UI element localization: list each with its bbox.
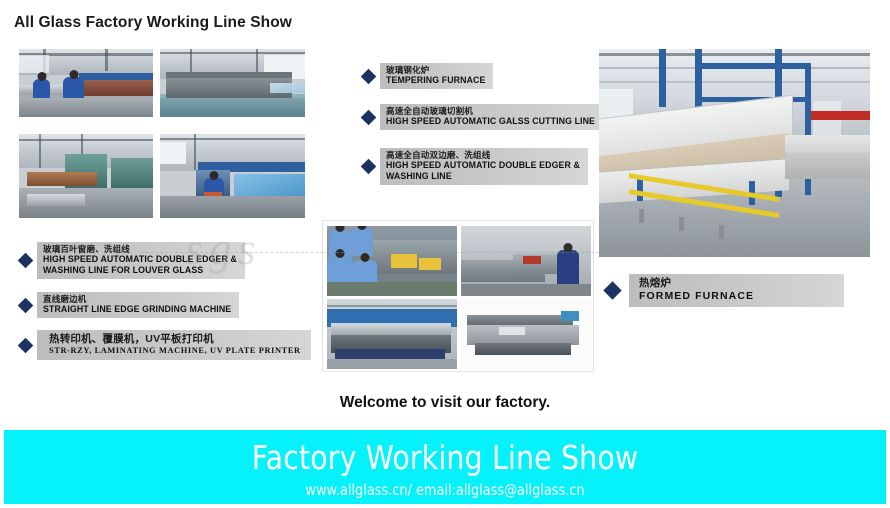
label-cn-text: 高速全自动玻璃切割机 [386, 106, 474, 116]
label-en-text: FORMED FURNACE [639, 289, 755, 302]
welcome-text: Welcome to visit our factory. [339, 394, 551, 411]
label-box: 直线磨边机 STRAIGHT LINE EDGE GRINDING MACHIN… [37, 292, 240, 319]
photo-edge-grinding-workstation [461, 226, 591, 296]
page-title: All Glass Factory Working Line Show [14, 14, 292, 31]
label-en-text: STRAIGHT LINE EDGE GRINDING MACHINE [43, 304, 232, 315]
label-box: 玻璃钢化炉 TEMPERING FURNACE [380, 63, 494, 90]
diamond-bullet-icon [603, 281, 622, 300]
label-row-louver-glass-line: 玻璃百叶窗磨、洗组线 HIGH SPEED AUTOMATIC DOUBLE E… [17, 242, 245, 279]
photo-uv-flatbed-printer [461, 299, 591, 369]
diamond-bullet-icon [17, 337, 34, 353]
label-row-double-edger-washing: 高速全自动双边磨、洗组线 HIGH SPEED AUTOMATIC DOUBLE… [360, 148, 588, 185]
label-box: 玻璃百叶窗磨、洗组线 HIGH SPEED AUTOMATIC DOUBLE E… [37, 242, 245, 279]
label-row-printers: 热转印机、覆膜机，UV平板打印机 STR-RZY, LAMINATING MAC… [17, 330, 311, 361]
label-cn-text: 热熔炉 [639, 277, 672, 289]
banner-title: Factory Working Line Show [251, 438, 639, 477]
diamond-bullet-icon [360, 109, 377, 125]
photo-washing-grinding-line [19, 134, 153, 218]
label-en-text: HIGH SPEED AUTOMATIC DOUBLE EDGER & WASH… [43, 254, 237, 276]
label-en-text: HIGH SPEED AUTOMATIC GALSS CUTTING LINE [386, 116, 596, 127]
label-row-glass-cutting-line: 高速全自动玻璃切割机 HIGH SPEED AUTOMATIC GALSS CU… [360, 104, 604, 131]
watermark-dashed-line [140, 252, 760, 253]
diamond-bullet-icon [360, 158, 377, 175]
banner-subtitle: www.allglass.cn/ email:allglass@allglass… [305, 481, 585, 499]
label-box: 高速全自动双边磨、洗组线 HIGH SPEED AUTOMATIC DOUBLE… [380, 148, 588, 185]
label-cn-text: 直线磨边机 [43, 294, 87, 304]
photo-double-edger [160, 49, 305, 117]
photo-glass-cutting-table [160, 134, 305, 218]
label-cn-text: 玻璃钢化炉 [386, 65, 430, 75]
label-cn-text: 高速全自动双边磨、洗组线 [386, 150, 491, 160]
label-box: 热转印机、覆膜机，UV平板打印机 STR-RZY, LAMINATING MAC… [37, 330, 311, 361]
photo-assembly-bench [327, 226, 457, 296]
diamond-bullet-icon [17, 252, 34, 269]
diamond-bullet-icon [17, 297, 34, 313]
label-box: 热熔炉 FORMED FURNACE [629, 274, 845, 307]
label-en-text: TEMPERING FURNACE [386, 75, 486, 86]
label-row-tempering-furnace: 玻璃钢化炉 TEMPERING FURNACE [360, 63, 494, 90]
label-cn-text: 玻璃百叶窗磨、洗组线 [43, 244, 131, 254]
bottom-banner: Factory Working Line Show www.allglass.c… [4, 430, 886, 504]
label-row-edge-grinding-machine: 直线磨边机 STRAIGHT LINE EDGE GRINDING MACHIN… [17, 292, 240, 319]
label-row-formed-furnace: 热熔炉 FORMED FURNACE [603, 274, 845, 307]
photo-tempering-line [19, 49, 153, 117]
label-en-text: HIGH SPEED AUTOMATIC DOUBLE EDGER & WASH… [386, 160, 580, 182]
label-cn-text: 热转印机、覆膜机，UV平板打印机 [49, 333, 214, 345]
label-box: 高速全自动玻璃切割机 HIGH SPEED AUTOMATIC GALSS CU… [380, 104, 604, 131]
diamond-bullet-icon [360, 68, 377, 84]
photo-tempering-furnace-hall [599, 49, 870, 257]
label-en-text: STR-RZY, LAMINATING MACHINE, UV PLATE PR… [49, 345, 301, 355]
photo-straight-line-grinder [327, 299, 457, 369]
photo-cluster-middle [322, 220, 594, 372]
